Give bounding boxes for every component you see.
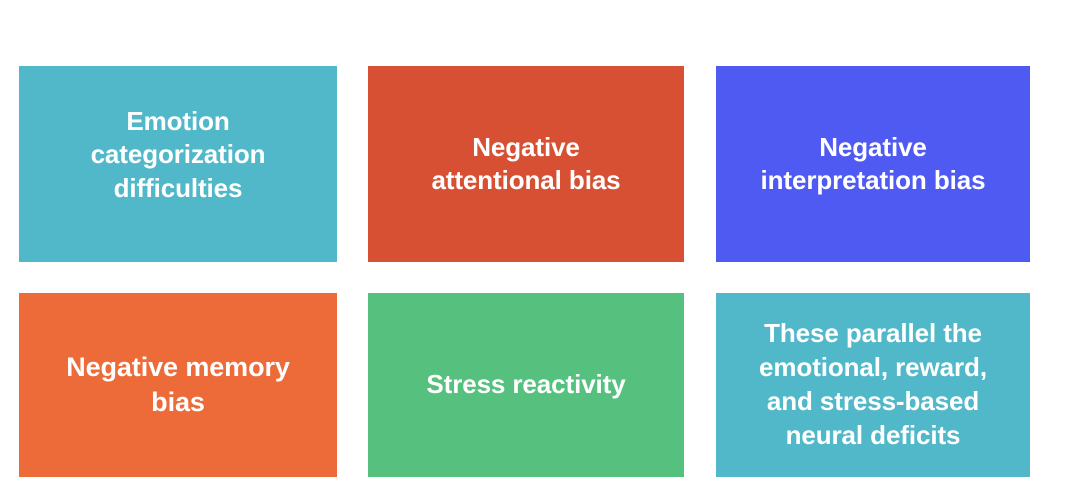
card-label: These parallel the emotional, reward, an… xyxy=(759,318,987,450)
card-label: Stress reactivity xyxy=(426,369,626,400)
card-stress-reactivity[interactable]: Stress reactivity xyxy=(368,293,684,477)
card-negative-attentional-bias[interactable]: Negative attentional bias xyxy=(368,66,684,262)
card-label: Negative memory bias xyxy=(66,352,290,417)
card-label: Emotion categorization difficulties xyxy=(90,106,266,203)
card-emotion-categorization-difficulties[interactable]: Emotion categorization difficulties xyxy=(19,66,337,262)
card-label: Negative attentional bias xyxy=(431,131,621,195)
card-negative-memory-bias[interactable]: Negative memory bias xyxy=(19,293,337,477)
card-negative-interpretation-bias[interactable]: Negative interpretation bias xyxy=(716,66,1030,262)
card-neural-deficits-summary[interactable]: These parallel the emotional, reward, an… xyxy=(716,293,1030,477)
card-label: Negative interpretation bias xyxy=(760,131,986,195)
